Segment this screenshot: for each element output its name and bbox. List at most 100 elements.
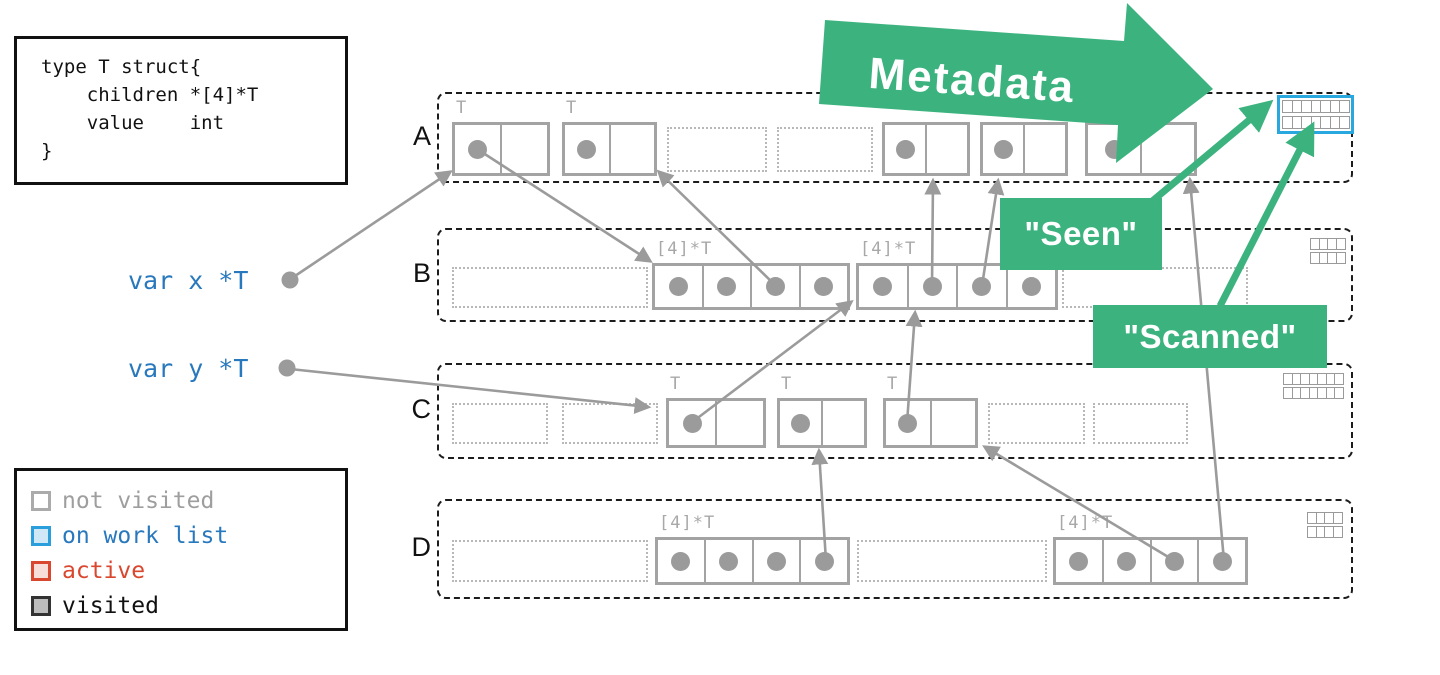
legend-box: not visited on work list active visited [14,468,348,631]
cell-type-label: T [456,98,468,118]
pointer-dot [873,277,893,296]
metadata-grid-row [1310,238,1346,250]
type-definition-box: type T struct{ children *[4]*T value int… [14,36,348,185]
empty-slot-cell [1062,267,1248,308]
pointer-dot [791,413,810,433]
pointer-array-cell [655,537,850,585]
legend-item-active: active [31,553,345,588]
heap-cell-slot [706,540,754,582]
code-line: type T struct{ [41,56,202,78]
worklist-metadata-grid [1277,95,1354,134]
row-label-D: D [411,532,432,562]
pointer-dot [993,139,1013,159]
code-line: } [41,140,53,162]
not-visited-swatch-icon [31,490,51,511]
seen-label-box: "Seen" [1000,198,1162,270]
empty-slot-cell [988,403,1085,444]
metadata-grid-row [1283,373,1344,385]
heap-cell-slot [909,266,958,307]
seen-label: "Seen" [1024,215,1138,252]
metadata-grid-square [1339,100,1350,113]
var-y-label: var y *T [128,354,249,383]
pointer-array-cell [856,263,1058,310]
pointer-dot [577,139,597,159]
heap-cell-slot [780,401,823,445]
row-box-C [437,363,1353,459]
heap-object-cell [666,398,766,448]
cell-type-label: T [887,374,899,394]
heap-cell-slot [927,125,967,173]
pointer-dot [895,139,915,159]
empty-slot-cell [452,267,648,308]
heap-cell-slot [752,266,801,307]
pointer-dot [468,139,487,159]
heap-cell-slot [717,401,763,445]
heap-cell-slot [1199,540,1245,582]
pointer-dot [766,551,786,571]
metadata-grid-square [1332,526,1343,538]
cell-type-label: [4]*T [656,239,713,259]
pointer-dot [922,277,942,296]
empty-slot-cell [1093,403,1188,444]
heap-object-cell [777,398,867,448]
pointer-array-cell [652,263,850,310]
metadata-grid-square [1335,252,1346,264]
heap-cell-slot [886,401,932,445]
heap-object-cell [562,122,657,176]
heap-object-cell [452,122,550,176]
pointer-dot [682,413,702,433]
visited-swatch-icon [31,595,51,616]
heap-cell-slot [655,266,704,307]
heap-cell-slot [754,540,802,582]
heap-cell-slot [1142,125,1194,173]
legend-label: on work list [62,522,229,549]
cell-type-label: [4]*T [1057,513,1114,533]
heap-cell-slot [669,401,717,445]
cell-type-label: T [670,374,682,394]
metadata-grid-icon [1307,512,1343,540]
cell-type-label: [4]*T [860,239,917,259]
pointer-dot [898,413,918,433]
cell-type-label: T [566,98,578,118]
pointer-array-cell [1053,537,1248,585]
heap-cell-slot [801,540,847,582]
pointer-dot [1021,277,1041,296]
heap-cell-slot [565,125,611,173]
metadata-grid-row [1307,526,1343,538]
code-line: value int [41,112,225,134]
pointer-dot [972,277,992,296]
row-label-A: A [412,120,431,151]
heap-cell-slot [1104,540,1152,582]
heap-cell-slot [1056,540,1104,582]
heap-cell-slot [885,125,927,173]
metadata-grid-row [1307,512,1343,524]
metadata-grid-row [1310,252,1346,264]
pointer-dot [1117,551,1137,571]
metadata-grid-row [1282,100,1350,113]
var-y-pointer-dot [278,359,296,377]
metadata-grid-row [1282,116,1350,129]
pointer-dot [814,551,834,571]
pointer-dot [719,551,739,571]
pointer-dot [814,277,834,296]
heap-cell-slot [983,125,1025,173]
metadata-grid-square [1334,373,1344,385]
metadata-grid-square [1332,512,1343,524]
heap-cell-slot [1008,266,1056,307]
var-x-pointer-dot [281,271,299,289]
empty-slot-cell [452,403,548,444]
heap-cell-slot [932,401,976,445]
legend-label: visited [62,592,159,619]
empty-slot-cell [562,403,658,444]
heap-object-cell [980,122,1068,176]
pointer-dot [765,277,785,296]
heap-cell-slot [958,266,1008,307]
row-label-B: B [412,258,431,288]
heap-cell-slot [1088,125,1142,173]
pointer-dot [668,277,688,296]
heap-cell-slot [704,266,752,307]
var-x-label: var x *T [128,266,249,295]
cell-type-label: T [781,374,793,394]
heap-object-cell [1085,122,1197,176]
